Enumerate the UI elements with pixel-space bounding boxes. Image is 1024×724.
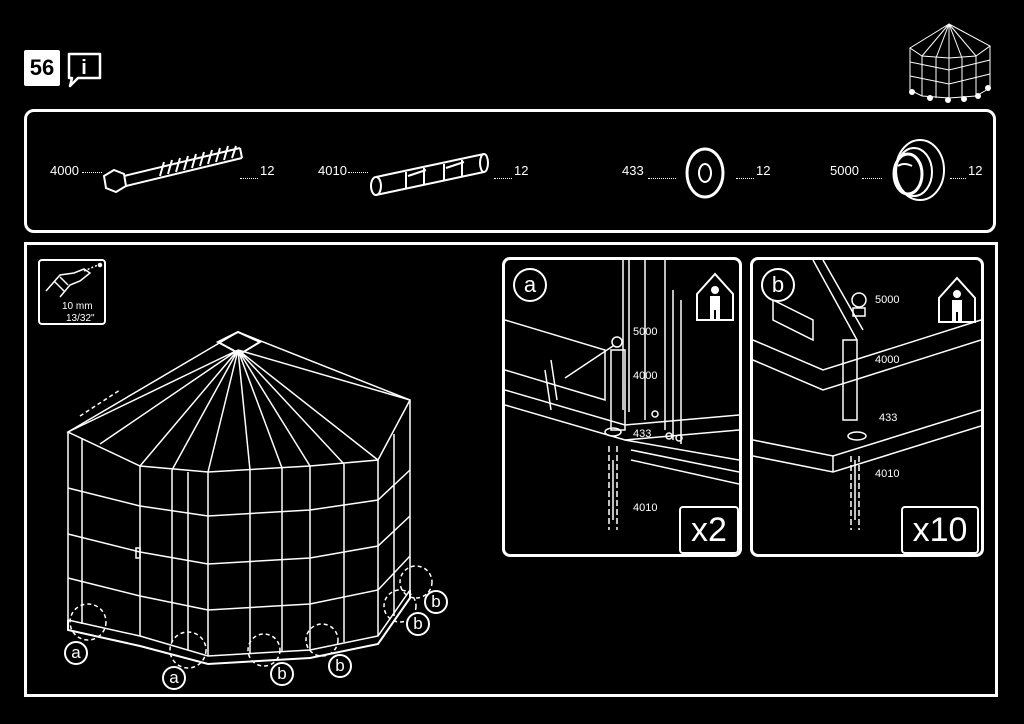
drill-size-in: 13/32": [66, 313, 95, 324]
label-5000: 5000: [875, 294, 900, 306]
detail-panel-a: a 5000 4000 433 4010 x2: [502, 257, 742, 557]
part-leader: [736, 178, 754, 179]
detail-letter-a: a: [513, 268, 547, 302]
label-4010: 4010: [633, 502, 658, 514]
part-qty-4000: 12: [260, 163, 275, 178]
label-5000: 5000: [633, 326, 658, 338]
callout-b: b: [406, 612, 430, 636]
part-leader: [240, 178, 258, 179]
info-icon: i: [64, 50, 104, 90]
washer-icon: [680, 146, 730, 200]
part-code-4000: 4000: [50, 163, 79, 178]
part-leader: [494, 178, 512, 179]
part-code-4010: 4010: [318, 163, 347, 178]
part-code-5000: 5000: [830, 163, 859, 178]
drill-size-mm: 10 mm: [62, 301, 93, 312]
detail-panel-b: b 5000 4000 433 4010 x10: [750, 257, 984, 557]
step-number: 56: [24, 50, 60, 86]
part-leader: [648, 178, 676, 179]
detail-letter-b: b: [761, 268, 795, 302]
part-leader: [348, 172, 368, 173]
callout-a: a: [162, 666, 186, 690]
bolt-icon: [100, 140, 245, 200]
part-leader: [82, 172, 102, 173]
info-icon-letter: i: [81, 57, 87, 79]
part-qty-5000: 12: [968, 163, 983, 178]
part-qty-4010: 12: [514, 163, 529, 178]
parts-list-panel: [24, 109, 996, 233]
label-433: 433: [633, 428, 652, 440]
wall-anchor-icon: [366, 150, 491, 200]
main-illustration-panel: [24, 242, 998, 697]
label-4000: 4000: [633, 370, 658, 382]
label-4010: 4010: [875, 468, 900, 480]
cap-nut-icon: [884, 136, 948, 208]
callout-b: b: [424, 590, 448, 614]
callout-a: a: [64, 641, 88, 665]
gazebo-thumbnail: [900, 20, 998, 106]
part-leader: [950, 178, 966, 179]
gazebo-illustration: [60, 320, 440, 690]
callout-b: b: [270, 662, 294, 686]
multiplier-badge: x2: [679, 506, 739, 554]
part-code-433: 433: [622, 163, 644, 178]
multiplier-badge: x10: [901, 506, 979, 554]
drill-icon: 10 mm 13/32": [38, 259, 106, 325]
label-4000: 4000: [875, 354, 900, 366]
label-433: 433: [879, 412, 898, 424]
part-qty-433: 12: [756, 163, 771, 178]
part-leader: [862, 178, 882, 179]
callout-b: b: [328, 654, 352, 678]
